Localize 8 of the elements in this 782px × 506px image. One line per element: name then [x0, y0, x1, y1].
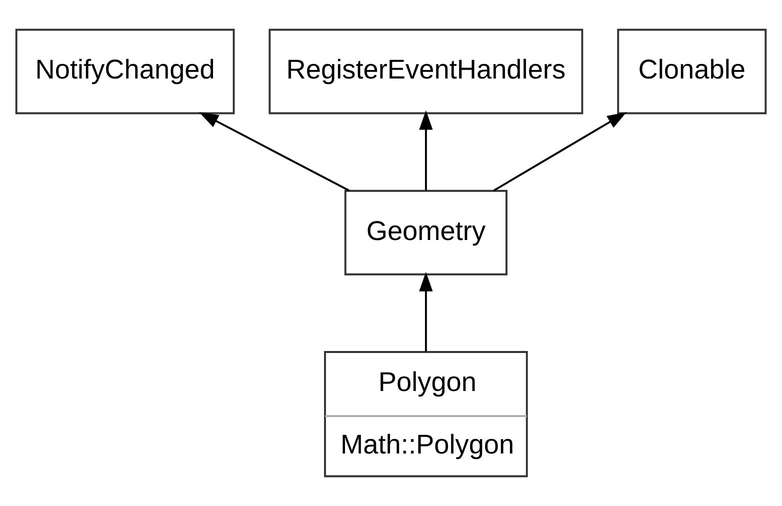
- node-box: Clonable: [617, 28, 767, 114]
- arrow: [419, 110, 433, 190]
- arrow: [199, 112, 350, 192]
- arrow: [493, 112, 627, 192]
- node-box: NotifyChanged: [15, 28, 235, 114]
- node-box: Geometry: [344, 190, 508, 276]
- arrow: [419, 272, 433, 352]
- node-box: RegisterEventHandlers: [268, 28, 584, 114]
